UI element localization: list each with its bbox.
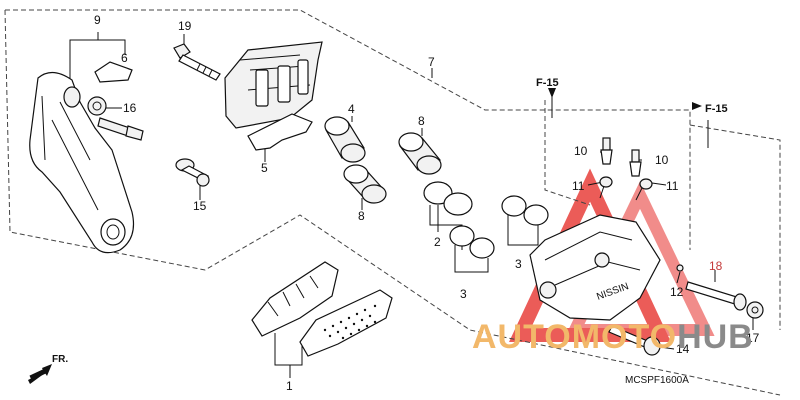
washer-12 bbox=[676, 264, 684, 272]
caliper-bolt-18 bbox=[685, 281, 747, 311]
label-part-15: 15 bbox=[193, 199, 207, 213]
label-part-16: 16 bbox=[123, 101, 137, 115]
bleeder-cap-left bbox=[599, 176, 613, 199]
piston-8-upper bbox=[398, 132, 442, 175]
label-part-8-upper: 8 bbox=[418, 114, 425, 128]
piston-4 bbox=[324, 116, 366, 163]
label-part-10-right: 10 bbox=[655, 153, 669, 167]
label-part-6: 6 bbox=[121, 51, 128, 65]
pad-pin-bolt bbox=[173, 43, 221, 81]
piston-8-lower bbox=[343, 164, 387, 204]
label-part-18: 18 bbox=[709, 259, 723, 273]
ref-f15-right: F-15 bbox=[705, 103, 728, 115]
watermark-text-part1: AUTOMOTO bbox=[472, 318, 677, 356]
watermark-text: AUTOMOTOHUB bbox=[472, 318, 754, 356]
pin-bolt-14 bbox=[608, 325, 661, 356]
label-part-17: 17 bbox=[746, 331, 760, 345]
bleeder-screw-left bbox=[600, 137, 613, 165]
boot bbox=[87, 96, 107, 116]
reference-arrows bbox=[548, 88, 702, 110]
bleeder-cap-right bbox=[635, 178, 653, 201]
label-part-4: 4 bbox=[348, 102, 355, 116]
label-part-1: 1 bbox=[286, 379, 293, 393]
caliper-subgroup-outline-dashed bbox=[544, 100, 781, 330]
label-part-12: 12 bbox=[670, 285, 684, 299]
dust-seals-3 bbox=[469, 195, 549, 259]
caliper-piston-housing bbox=[224, 41, 323, 129]
label-part-8-lower: 8 bbox=[358, 209, 365, 223]
label-part-2: 2 bbox=[434, 235, 441, 249]
front-direction-arrow-icon bbox=[28, 364, 52, 384]
bracket-pin-bolt bbox=[97, 117, 144, 141]
bleeder-screw-right bbox=[629, 149, 642, 177]
caliper-bracket bbox=[29, 71, 135, 254]
ref-f15-left: F-15 bbox=[536, 77, 559, 89]
label-part-3-left: 3 bbox=[460, 287, 467, 301]
watermark-text-part2: HUB bbox=[677, 318, 754, 356]
piston-seals-2 bbox=[423, 181, 475, 247]
diagram-code: MCSPF1600A bbox=[625, 375, 689, 386]
slide-pin bbox=[175, 158, 210, 187]
label-part-5: 5 bbox=[261, 161, 268, 175]
caliper-body: NISSIN bbox=[529, 214, 661, 321]
pad-spring bbox=[247, 113, 313, 151]
label-part-11-right: 11 bbox=[666, 179, 679, 193]
label-part-14: 14 bbox=[676, 342, 690, 356]
label-part-3-right: 3 bbox=[515, 257, 522, 271]
front-direction-label: FR. bbox=[52, 354, 68, 365]
label-part-10-left: 10 bbox=[574, 144, 588, 158]
label-part-19: 19 bbox=[178, 19, 192, 33]
nut-17 bbox=[746, 301, 764, 319]
pad-spring-clip bbox=[94, 61, 133, 83]
label-part-11-left: 11 bbox=[572, 179, 585, 193]
brake-pad-outer bbox=[299, 289, 393, 357]
label-part-7: 7 bbox=[428, 55, 435, 69]
label-part-9: 9 bbox=[94, 13, 101, 27]
assembly-outline-dashed bbox=[4, 9, 781, 396]
brake-pad-inner bbox=[251, 261, 339, 337]
